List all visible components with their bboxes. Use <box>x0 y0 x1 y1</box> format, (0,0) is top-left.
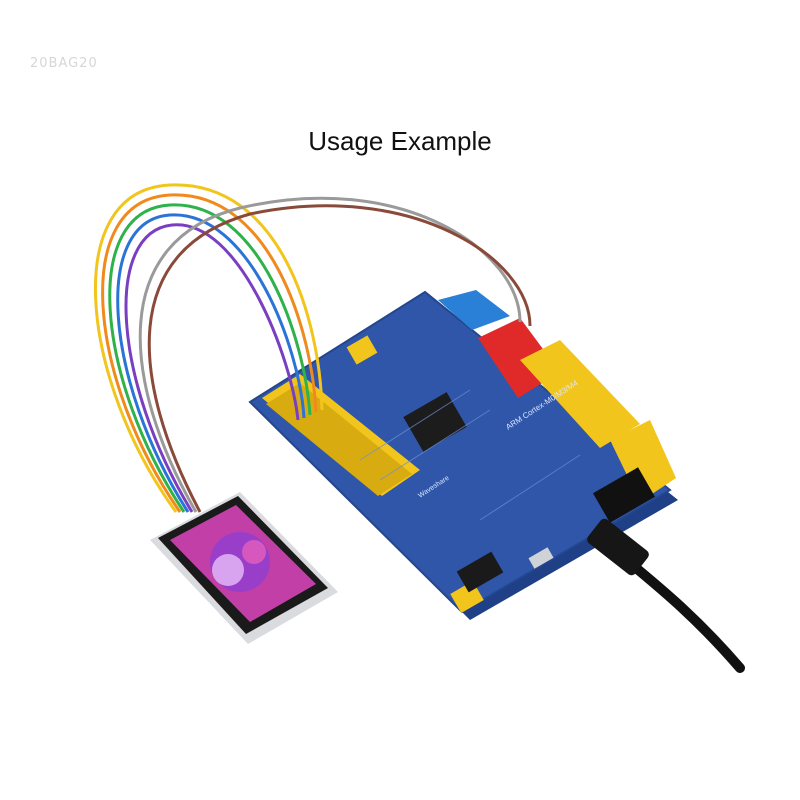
page-title: Usage Example <box>308 126 492 156</box>
blue-header <box>438 290 510 330</box>
development-board: ARM Cortex-M0/M3/M4 Waveshare <box>248 290 678 620</box>
usb-cable <box>587 518 745 673</box>
usb-port <box>528 547 554 569</box>
black-connector <box>456 551 504 593</box>
right-pin-header <box>520 340 640 448</box>
lcd-module <box>150 492 338 644</box>
main-chip <box>403 392 467 452</box>
watermark-text: 20BAG20 <box>30 56 98 71</box>
dc-jack <box>592 467 656 523</box>
jumper-wires <box>94 183 532 513</box>
